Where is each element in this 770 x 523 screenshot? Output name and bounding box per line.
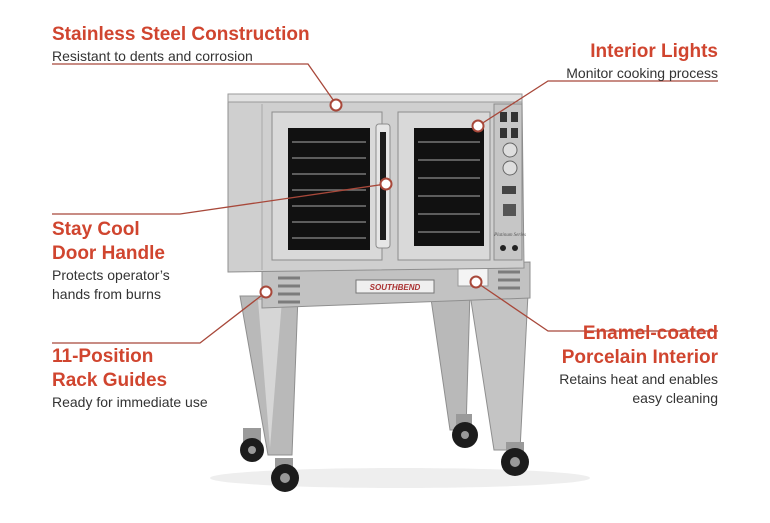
leader-lines: [52, 63, 718, 344]
model-script: Platinum Series: [493, 233, 526, 238]
callout-lights-title: Interior Lights: [590, 41, 718, 62]
left-door-window: [288, 128, 370, 250]
callout-enamel-title-2: Porcelain Interior: [561, 347, 718, 368]
callout-enamel-title-1: Enamel-coated: [582, 323, 718, 344]
caster-wheels: [240, 414, 529, 492]
callout-handle-desc-1: Protects operator’s: [52, 267, 170, 283]
callout-lights: Interior Lights Monitor cooking process: [566, 40, 718, 83]
brand-badge: SOUTHBEND: [370, 283, 421, 292]
dot-rack: [259, 285, 273, 299]
callout-enamel-desc-1: Retains heat and enables: [559, 371, 718, 387]
callout-lights-desc: Monitor cooking process: [566, 65, 718, 81]
dot-lights: [471, 119, 485, 133]
callout-handle-desc-2: hands from burns: [52, 286, 161, 302]
control-panel: [493, 103, 523, 261]
right-door: [397, 111, 491, 261]
right-door-window: [414, 128, 484, 246]
dot-enamel: [469, 275, 483, 289]
callout-dots: [259, 98, 485, 299]
callout-stainless-desc: Resistant to dents and corrosion: [52, 48, 253, 64]
callout-handle: Stay Cool Door Handle Protects operator’…: [52, 218, 170, 304]
callout-rack-desc: Ready for immediate use: [52, 394, 208, 410]
callout-enamel-desc-2: easy cleaning: [632, 390, 718, 406]
callout-handle-title-1: Stay Cool: [52, 219, 140, 240]
callout-rack-title-2: Rack Guides: [52, 370, 168, 391]
callout-rack-title-1: 11-Position: [52, 346, 154, 367]
callout-handle-title-2: Door Handle: [52, 243, 165, 264]
dot-stainless: [329, 98, 343, 112]
callout-stainless-title: Stainless Steel Construction: [52, 24, 310, 45]
left-door: [271, 111, 383, 261]
callout-stainless: Stainless Steel Construction Resistant t…: [52, 23, 310, 66]
floor-shadow: [210, 468, 590, 488]
callout-rack: 11-Position Rack Guides Ready for immedi…: [52, 345, 208, 412]
oven-legs: [239, 291, 529, 456]
callout-enamel: Enamel-coated Porcelain Interior Retains…: [559, 322, 718, 408]
dot-handle: [379, 177, 393, 191]
